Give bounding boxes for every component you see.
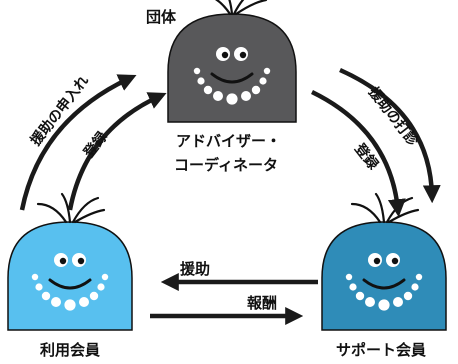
- user-member-mascot: [7, 192, 133, 331]
- arrow-org-to-support-outer: [339, 67, 441, 204]
- flow-label-assistance: 援助: [180, 260, 211, 278]
- arrow-user-to-org-inner: [67, 92, 167, 211]
- user-member-label: 利用会員: [40, 341, 101, 359]
- organization-role-line-2: コーディネータ: [174, 156, 278, 174]
- support-member-mascot: [321, 192, 447, 331]
- organization-label: 団体: [146, 8, 177, 26]
- arrow-org-to-support-inner: [311, 89, 406, 218]
- organization-role-line-1: アドバイザー・: [176, 132, 282, 150]
- organization-mascot: [167, 0, 297, 123]
- flow-label-remuneration: 報酬: [247, 294, 278, 312]
- support-member-label: サポート会員: [336, 341, 427, 359]
- arrow-user-to-org-outer: [19, 74, 137, 211]
